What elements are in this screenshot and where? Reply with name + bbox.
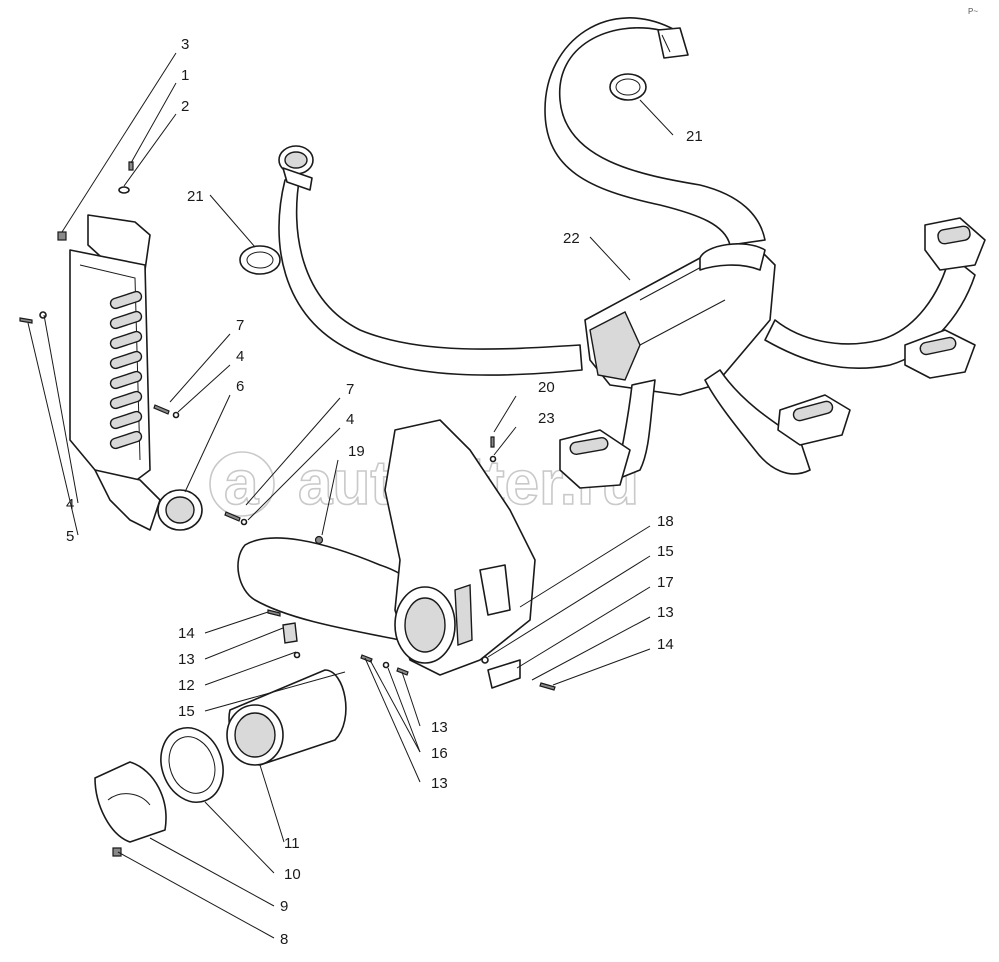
filter-housing: [237, 419, 536, 676]
callout-13-right: 13: [657, 604, 674, 621]
callout-4-upper: 4: [236, 348, 244, 365]
callout-10: 10: [284, 866, 301, 883]
intake-duct: [94, 469, 203, 531]
tail-pipe: [544, 17, 766, 246]
callout-21-left: 21: [187, 188, 204, 205]
callout-15-left: 15: [178, 703, 195, 720]
callout-14-left: 14: [178, 625, 195, 642]
seal-ring: [160, 727, 224, 803]
callout-20: 20: [538, 379, 555, 396]
callout-22: 22: [563, 230, 580, 247]
callout-12: 12: [178, 677, 195, 694]
callout-4-left: 4: [66, 496, 74, 513]
filter-element: [226, 669, 347, 766]
heat-shield-slots: [109, 290, 143, 450]
callout-16: 16: [431, 745, 448, 762]
callout-15-right: 15: [657, 543, 674, 560]
callout-3: 3: [181, 36, 189, 53]
fasteners: [19, 311, 556, 857]
callout-13-center-lower: 13: [431, 775, 448, 792]
callout-17: 17: [657, 574, 674, 591]
callout-11: 11: [284, 835, 300, 852]
callout-1: 1: [181, 67, 189, 84]
callout-21-upper: 21: [686, 128, 703, 145]
callout-19: 19: [348, 443, 365, 460]
callout-6: 6: [236, 378, 244, 395]
manifold-right: [764, 217, 986, 379]
bolt-part-1: [128, 161, 134, 171]
callout-labels: 3 1 2 21 4 5 7 4 6 7 4 19 20 23 18 15 17…: [66, 36, 703, 948]
callout-7-middle: 7: [346, 381, 354, 398]
clip-part-3: [57, 231, 67, 241]
gasket-upper: [609, 73, 647, 101]
callout-2: 2: [181, 98, 189, 115]
muffler: [584, 243, 776, 396]
callout-7-upper: 7: [236, 317, 244, 334]
heat-shield: [57, 161, 151, 486]
callout-9: 9: [280, 898, 288, 915]
callout-5: 5: [66, 528, 74, 545]
washer-part-2: [118, 186, 130, 194]
corner-mark: P~: [968, 7, 978, 16]
manifold-lower: [559, 369, 851, 489]
callout-4-middle: 4: [346, 411, 354, 428]
front-pipe: [278, 145, 583, 376]
leader-lines: [27, 52, 674, 939]
cover-plate: [94, 761, 167, 843]
gasket-left: [239, 245, 281, 275]
callout-14-right: 14: [657, 636, 674, 653]
callout-23: 23: [538, 410, 555, 427]
callout-8: 8: [280, 931, 288, 948]
watermark-logo-glyph: a: [224, 449, 259, 518]
callout-13-center-upper: 13: [431, 719, 448, 736]
callout-18: 18: [657, 513, 674, 530]
callout-13-left: 13: [178, 651, 195, 668]
